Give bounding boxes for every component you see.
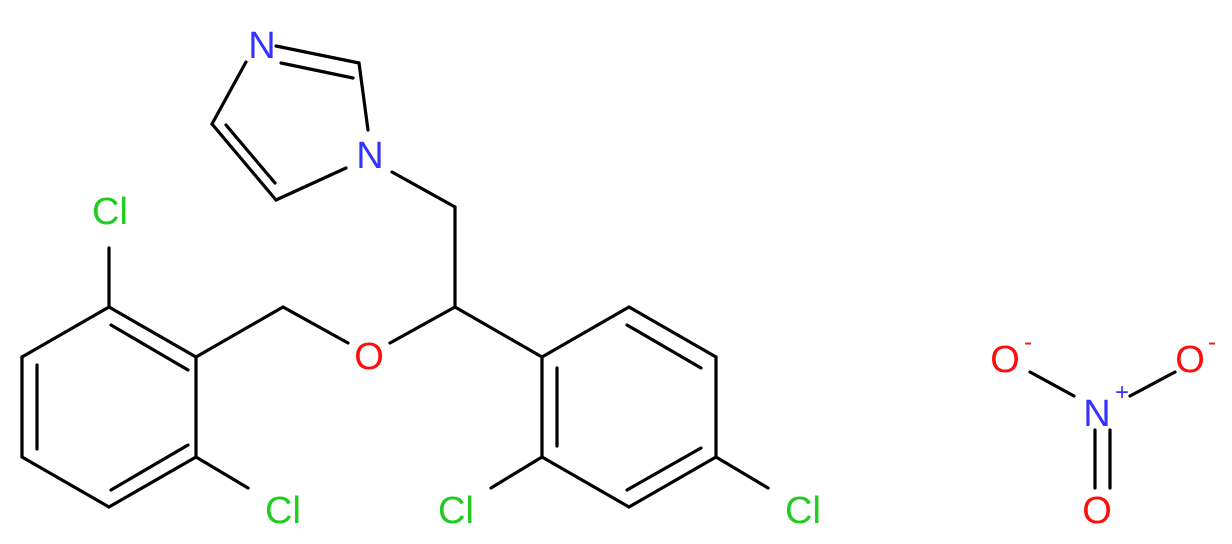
bond [109,443,190,492]
bond [274,166,348,202]
bond [540,455,631,509]
atom-label: N [356,135,383,177]
atom-label: Cl [785,490,821,532]
atom-label: N [1083,393,1110,435]
bond [388,305,457,345]
bond [627,455,718,509]
atom-label: Cl [92,191,128,233]
atom-label: O [1175,339,1205,381]
bond [357,61,370,132]
atom-label: Cl [265,490,301,532]
charge-label: + [1115,379,1129,406]
bond [107,455,198,509]
bond [1028,370,1076,398]
bond [20,455,111,509]
bond [279,61,355,80]
bond [714,455,770,490]
bond [194,455,250,490]
bond [20,305,111,359]
bond [540,305,631,359]
charge-label: - [1024,329,1032,356]
bond [107,305,198,359]
atom-label: Cl [438,490,474,532]
bond [625,446,703,492]
atom-label: O [990,339,1020,381]
bond [194,305,285,359]
bond [210,122,278,202]
bond [390,170,457,209]
atom-label: O [1082,490,1112,532]
bond [210,60,248,126]
atom-label: O [354,336,384,378]
bond [489,455,544,490]
bond [625,323,703,370]
bond [274,44,361,65]
atom-label: N [248,25,275,67]
bond [224,123,277,185]
charge-label: - [1208,329,1216,356]
bond [453,305,544,359]
bond [281,305,350,345]
bond [627,305,718,359]
bond [1128,370,1177,398]
bond [109,323,190,372]
